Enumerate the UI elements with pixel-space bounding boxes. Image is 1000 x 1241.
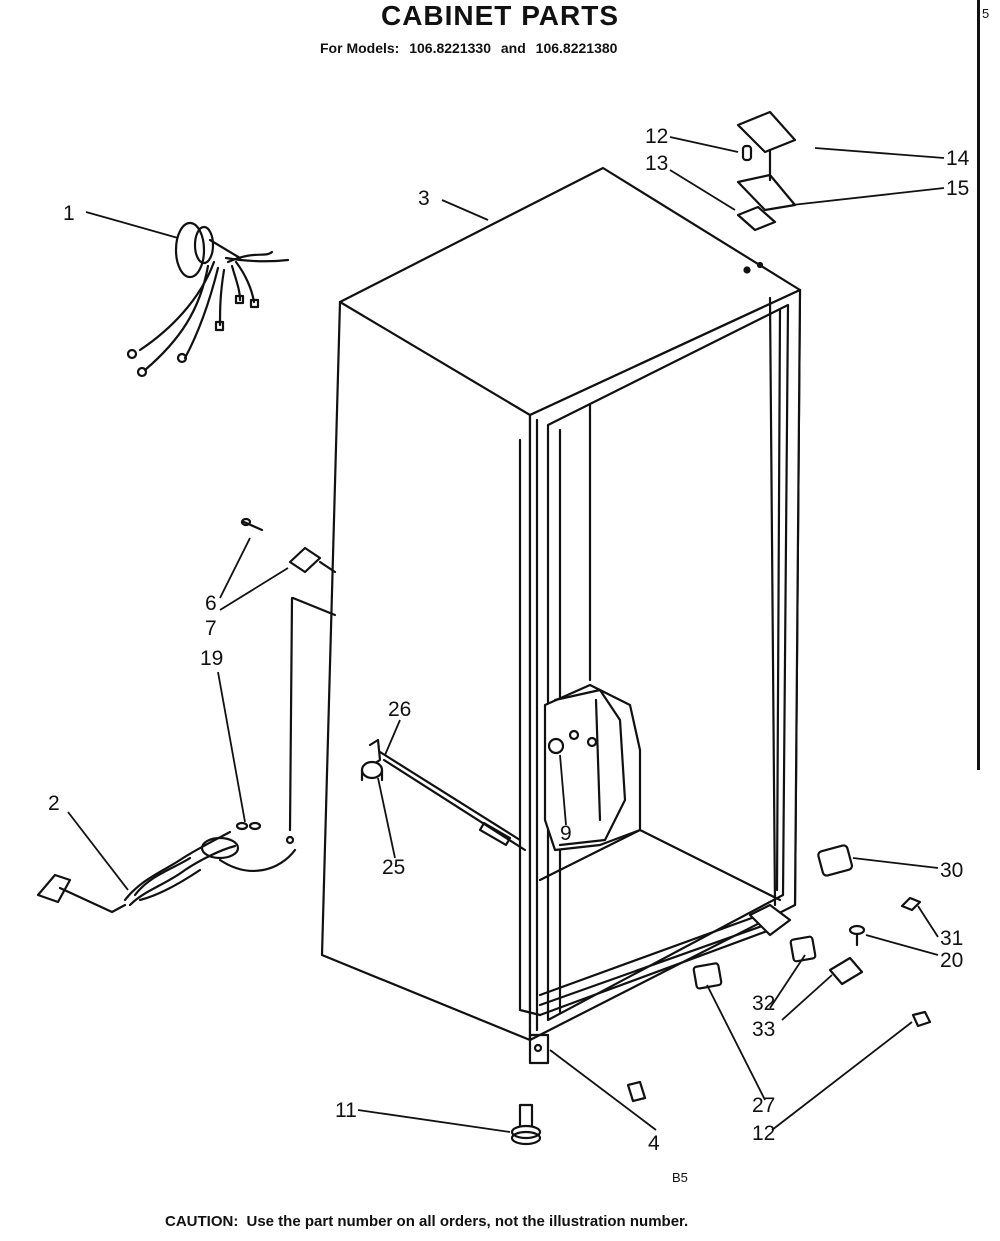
leveling-foot-part (510, 1103, 542, 1146)
callout-13: 13 (645, 152, 668, 175)
caution-note: CAUTION: Use the part number on all orde… (165, 1213, 692, 1230)
callout-11: 11 (335, 1099, 357, 1122)
power-cord-part (36, 821, 297, 914)
models-line: For Models: 106.8221330 and 106.8221380 (320, 40, 623, 56)
callout-30: 30 (940, 859, 963, 882)
callout-20: 20 (940, 949, 963, 972)
callout-1: 1 (63, 202, 75, 225)
bottom-bracket-part (528, 1033, 647, 1103)
edge-code: 5 (982, 6, 989, 21)
page-edge-mark (977, 0, 992, 770)
side-screw-bracket-parts (240, 517, 337, 574)
drain-tube-parts (360, 738, 527, 852)
callout-19: 19 (200, 647, 223, 670)
model-b: 106.8221380 (535, 40, 618, 56)
models-joiner: and (500, 40, 526, 56)
callout-2: 2 (48, 792, 60, 815)
callout-3: 3 (418, 187, 430, 210)
callout-14: 14 (946, 147, 970, 170)
callout-12-bottom: 12 (752, 1122, 775, 1145)
callout-25: 25 (382, 856, 405, 879)
cabinet-body (288, 166, 802, 1042)
wire-harness-part (126, 221, 290, 378)
callout-6: 6 (205, 592, 217, 615)
callout-12-top: 12 (645, 125, 668, 148)
callout-4: 4 (648, 1132, 660, 1155)
callout-15: 15 (946, 177, 969, 200)
leader-lines (67, 136, 945, 1133)
caution-label: CAUTION: (165, 1213, 239, 1230)
callout-7: 7 (205, 617, 217, 640)
callout-27: 27 (752, 1094, 775, 1117)
bottom-hinge-parts (692, 844, 932, 1028)
callout-33: 33 (752, 1018, 775, 1041)
models-prefix: For Models: (320, 40, 400, 56)
callout-9: 9 (560, 822, 572, 845)
callout-31: 31 (940, 927, 963, 950)
top-hinge-parts (736, 110, 797, 232)
callout-26: 26 (388, 698, 411, 721)
caution-text: Use the part number on all orders, not t… (246, 1213, 689, 1230)
callout-32: 32 (752, 992, 775, 1015)
page-code: B5 (672, 1170, 688, 1185)
model-a: 106.8221330 (409, 40, 491, 56)
page-title: CABINET PARTS (380, 0, 620, 31)
